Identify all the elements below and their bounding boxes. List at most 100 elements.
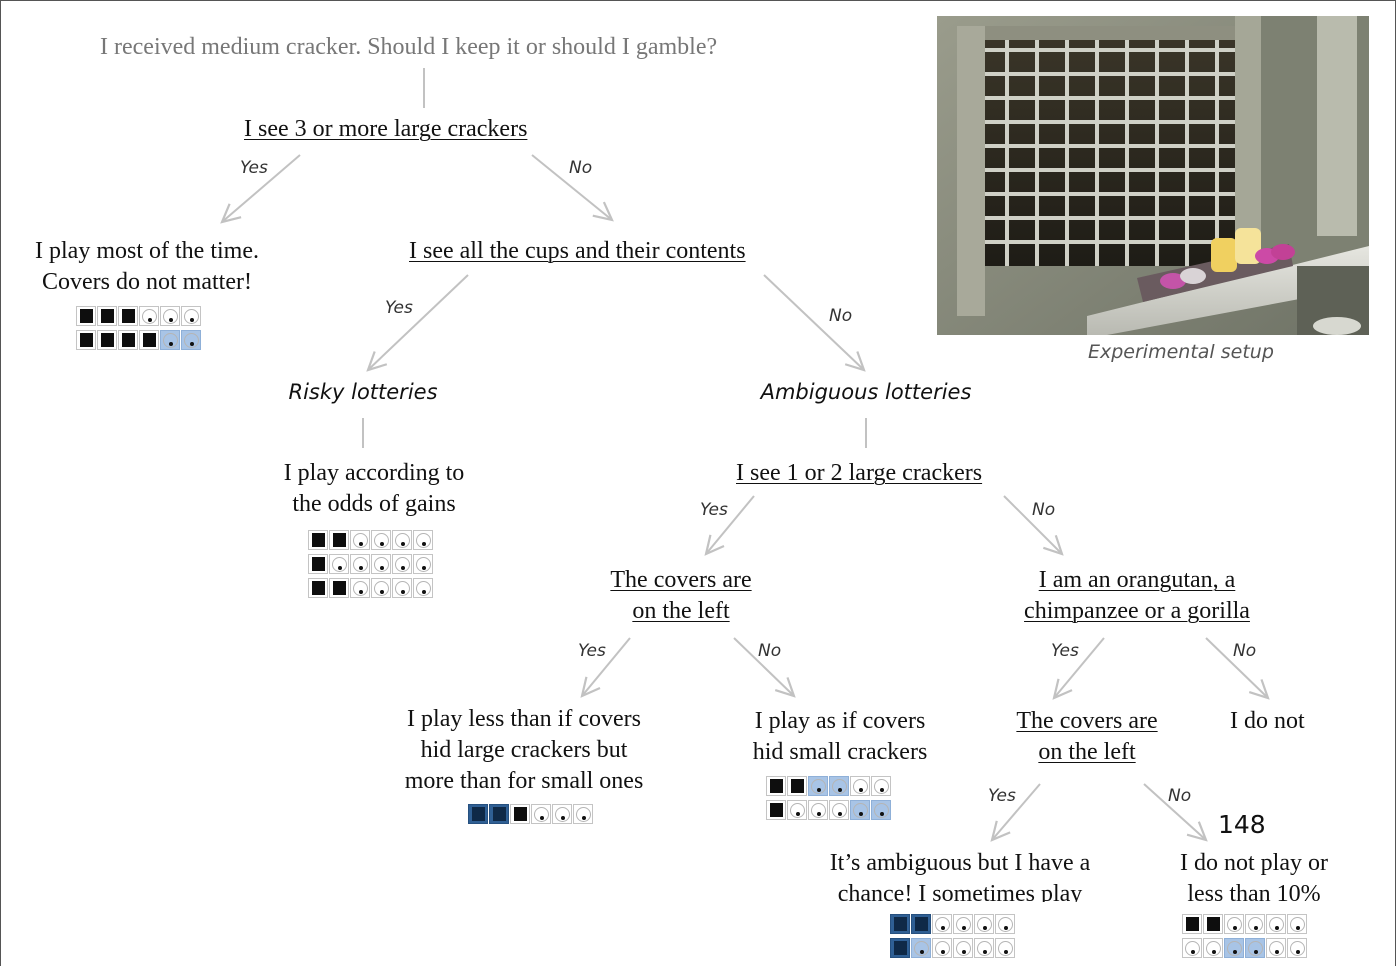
small-cracker-cup-icon	[350, 578, 370, 598]
label-yes: Yes	[240, 158, 268, 178]
leaf-do-not: I do not	[1230, 708, 1305, 734]
small-cracker-cup-icon	[350, 554, 370, 574]
small-cracker-cup-icon	[1287, 938, 1307, 958]
small-cracker-cup-icon	[371, 578, 391, 598]
covered-large-cracker-icon	[911, 914, 931, 934]
small-cracker-cup-icon	[329, 554, 349, 574]
node-covers-left-line1: The covers are	[610, 567, 752, 593]
arrow-ape-yes	[1054, 637, 1105, 698]
covered-cup-icon	[160, 330, 180, 350]
large-cracker-icon	[97, 330, 117, 350]
icon-row	[76, 306, 201, 328]
leaf-ambiguous-chance-line1: It’s ambiguous but I have a	[829, 850, 1091, 876]
small-cracker-cup-icon	[1245, 914, 1265, 934]
small-cracker-cup-icon	[160, 306, 180, 326]
node-covers-left-line2: on the left	[632, 598, 730, 624]
small-cracker-cup-icon	[371, 530, 391, 550]
arrow-large12-yes	[706, 495, 755, 554]
small-cracker-cup-icon	[573, 804, 593, 824]
leaf-play-odds: I play according to the odds of gains	[262, 458, 486, 520]
experimental-setup-photo	[937, 16, 1369, 335]
category-ambiguous-lotteries: Ambiguous lotteries	[760, 380, 972, 404]
node-covers-left-2: The covers are on the left	[987, 706, 1187, 768]
icon-row	[1182, 938, 1307, 960]
node-large-crackers-1-2: I see 1 or 2 large crackers	[736, 460, 983, 486]
icon-row	[1182, 914, 1307, 936]
small-cracker-cup-icon	[953, 914, 973, 934]
small-cracker-cup-icon	[531, 804, 551, 824]
covered-cup-icon	[850, 800, 870, 820]
large-cracker-icon	[1182, 914, 1202, 934]
small-cracker-cup-icon	[413, 554, 433, 574]
leaf-play-odds-line2: the odds of gains	[292, 491, 456, 517]
node-see-cups: I see all the cups and their contents	[409, 238, 746, 264]
large-cracker-icon	[308, 578, 328, 598]
small-cracker-cup-icon	[995, 938, 1015, 958]
small-cracker-cup-icon	[371, 554, 391, 574]
covered-large-cracker-icon	[468, 804, 488, 824]
small-cracker-cup-icon	[850, 776, 870, 796]
covered-cup-icon	[829, 776, 849, 796]
arrow-coversleft-yes	[582, 637, 631, 696]
label-no: No	[758, 641, 782, 661]
covered-cup-icon	[871, 800, 891, 820]
label-yes: Yes	[988, 786, 1016, 806]
leaf-play-most-line1: I play most of the time.	[35, 238, 259, 264]
large-cracker-icon	[76, 306, 96, 326]
arrow-coversleft-no	[733, 637, 794, 696]
large-cracker-icon	[787, 776, 807, 796]
small-cracker-cup-icon	[413, 578, 433, 598]
page-number: 148	[1218, 810, 1266, 839]
node-large-crackers-3: I see 3 or more large crackers	[244, 116, 528, 142]
small-cracker-cup-icon	[1182, 938, 1202, 958]
arrow-coversleft2-no	[1143, 783, 1206, 840]
covered-large-cracker-icon	[890, 914, 910, 934]
small-cracker-cup-icon	[1266, 938, 1286, 958]
small-cracker-cup-icon	[552, 804, 572, 824]
leaf-ambiguous-chance-line2: chance! I sometimes play	[837, 881, 1083, 902]
small-cracker-cup-icon	[350, 530, 370, 550]
small-cracker-cup-icon	[392, 578, 412, 598]
small-cracker-cup-icon	[1224, 914, 1244, 934]
leaf-ambiguous-chance: It’s ambiguous but I have a chance! I so…	[800, 848, 1120, 902]
covered-cup-icon	[1224, 938, 1244, 958]
large-cracker-icon	[97, 306, 117, 326]
node-covers-left: The covers are on the left	[581, 565, 781, 627]
icon-row	[890, 938, 1015, 960]
small-cracker-cup-icon	[392, 554, 412, 574]
small-cracker-cup-icon	[974, 914, 994, 934]
icon-row	[308, 530, 433, 552]
small-cracker-cup-icon	[808, 800, 828, 820]
arrow-large3-yes	[222, 154, 301, 222]
leaf-do-not-play-line1: I do not play or	[1180, 850, 1328, 876]
large-cracker-icon	[766, 800, 786, 820]
large-cracker-icon	[766, 776, 786, 796]
node-ape-line2: chimpanzee or a gorilla	[1024, 598, 1250, 624]
label-yes: Yes	[1051, 641, 1079, 661]
covered-cup-icon	[181, 330, 201, 350]
small-cracker-cup-icon	[787, 800, 807, 820]
small-cracker-cup-icon	[829, 800, 849, 820]
leaf-play-as-if: I play as if covers hid small crackers	[728, 706, 952, 768]
large-cracker-icon	[76, 330, 96, 350]
arrow-large3-no	[531, 154, 612, 220]
covered-cup-icon	[911, 938, 931, 958]
icon-row	[308, 554, 433, 576]
label-yes: Yes	[578, 641, 606, 661]
leaf-play-odds-line1: I play according to	[283, 460, 465, 486]
large-cracker-icon	[510, 804, 530, 824]
label-no: No	[829, 306, 853, 326]
arrow-large12-no	[1003, 495, 1062, 554]
icon-row	[890, 914, 1015, 936]
small-cracker-cup-icon	[181, 306, 201, 326]
covered-large-cracker-icon	[489, 804, 509, 824]
root-question: I received medium cracker. Should I keep…	[100, 34, 718, 60]
large-cracker-icon	[118, 306, 138, 326]
large-cracker-icon	[118, 330, 138, 350]
large-cracker-icon	[139, 330, 159, 350]
label-yes: Yes	[385, 298, 413, 318]
small-cracker-cup-icon	[1287, 914, 1307, 934]
label-yes: Yes	[700, 500, 728, 520]
arrow-coversleft2-yes	[992, 783, 1041, 840]
small-cracker-cup-icon	[871, 776, 891, 796]
